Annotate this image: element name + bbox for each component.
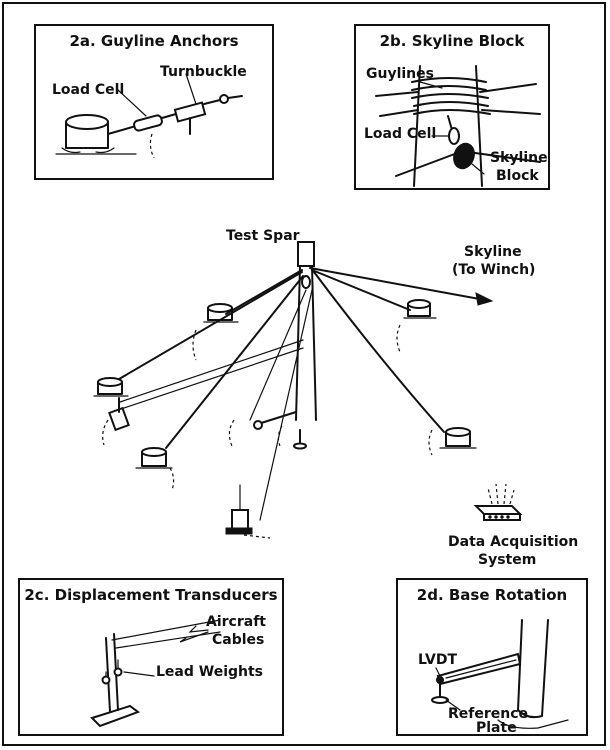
panel-displacement-transducers: 2c. Displacement Transducers Aircraft Ca… bbox=[18, 578, 284, 736]
transducer-stand-main bbox=[108, 397, 130, 432]
test-spar-label: Test Spar bbox=[226, 228, 300, 244]
lead-weights-label: Lead Weights bbox=[156, 664, 264, 680]
test-spar bbox=[295, 241, 317, 421]
stump-left-lower bbox=[135, 447, 173, 469]
skyline-label: Skyline bbox=[490, 150, 548, 166]
guylines-label: Guylines bbox=[366, 66, 434, 82]
turnbuckle-label: Turnbuckle bbox=[160, 64, 247, 80]
base-rotation-stands bbox=[253, 411, 307, 450]
guylines bbox=[113, 269, 445, 521]
ground-lines bbox=[102, 324, 433, 539]
system-label: System bbox=[478, 552, 537, 568]
base-rotation-illustration bbox=[431, 619, 569, 729]
skyline-cable bbox=[309, 267, 494, 306]
lvdt-label: LVDT bbox=[418, 652, 457, 668]
load-cell-label: Load Cell bbox=[364, 126, 437, 142]
displacement-transducer-illustration bbox=[90, 619, 221, 728]
stumps bbox=[93, 299, 477, 469]
panel-title: 2b. Skyline Block bbox=[379, 32, 525, 50]
transducer-cables bbox=[117, 339, 304, 411]
aircraft-label: Aircraft bbox=[206, 614, 266, 630]
skyline-label: Skyline bbox=[464, 244, 522, 260]
data-acquisition-icon bbox=[473, 483, 523, 521]
load-cell-label: Load Cell bbox=[52, 82, 125, 98]
panel-title: 2c. Displacement Transducers bbox=[24, 586, 278, 604]
panel-base-rotation: 2d. Base Rotation LVDT Reference Plate bbox=[396, 578, 588, 736]
plate-label: Plate bbox=[476, 720, 517, 736]
stump-left-upper bbox=[203, 303, 239, 323]
block-label: Block bbox=[496, 168, 539, 184]
skyline-block-illustration bbox=[375, 65, 541, 187]
panel-guyline-anchors: 2a. Guyline Anchors Load Cell Turnbuckle bbox=[34, 24, 274, 180]
panel-skyline-block: 2b. Skyline Block Guylines Load Cell Sky… bbox=[354, 24, 550, 190]
to-winch-label: (To Winch) bbox=[452, 262, 536, 278]
data-acquisition-label: Data Acquisition bbox=[448, 534, 579, 550]
stump-right-upper bbox=[403, 299, 437, 319]
stump-right-lower bbox=[439, 427, 477, 449]
cables-label: Cables bbox=[212, 632, 265, 648]
stump-left-middle bbox=[93, 377, 129, 397]
guyline-anchor-illustration bbox=[55, 73, 243, 159]
panel-title: 2a. Guyline Anchors bbox=[69, 32, 239, 50]
transducer-box bbox=[225, 484, 253, 535]
reference-label: Reference bbox=[448, 706, 529, 722]
panel-title: 2d. Base Rotation bbox=[416, 586, 568, 604]
